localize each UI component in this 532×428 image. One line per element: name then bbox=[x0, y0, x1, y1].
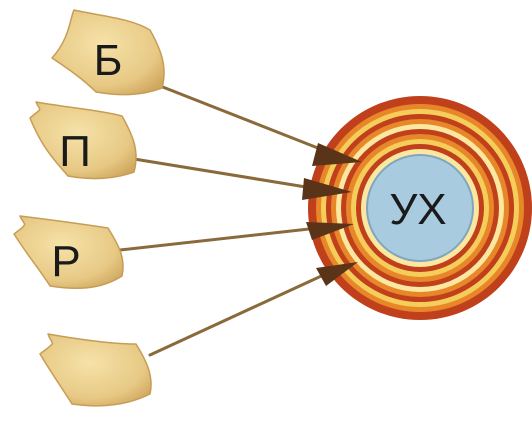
arrow-shaft bbox=[126, 156, 314, 190]
target-center bbox=[366, 154, 474, 262]
fletching-b bbox=[51, 9, 165, 96]
arrowhead bbox=[306, 222, 354, 240]
arrow-shaft bbox=[118, 226, 320, 252]
arrow-shaft bbox=[148, 270, 332, 357]
arrowheads bbox=[302, 143, 362, 286]
fletching-blank bbox=[39, 333, 152, 407]
fletchings bbox=[13, 9, 165, 407]
arrow-shaft bbox=[148, 80, 330, 154]
letter-b: Б bbox=[94, 36, 123, 85]
fletching-r bbox=[13, 215, 124, 290]
arrowhead bbox=[316, 262, 358, 286]
letter-p: П bbox=[59, 127, 91, 176]
fletching-letters: Б П Р bbox=[51, 36, 122, 286]
arrowhead bbox=[302, 178, 352, 200]
target-label: УХ bbox=[389, 185, 446, 234]
target: УХ bbox=[308, 96, 532, 320]
arrowhead bbox=[312, 143, 362, 166]
letter-r: Р bbox=[51, 237, 80, 286]
fletching-p bbox=[29, 101, 137, 180]
arrow-shafts bbox=[118, 80, 332, 357]
